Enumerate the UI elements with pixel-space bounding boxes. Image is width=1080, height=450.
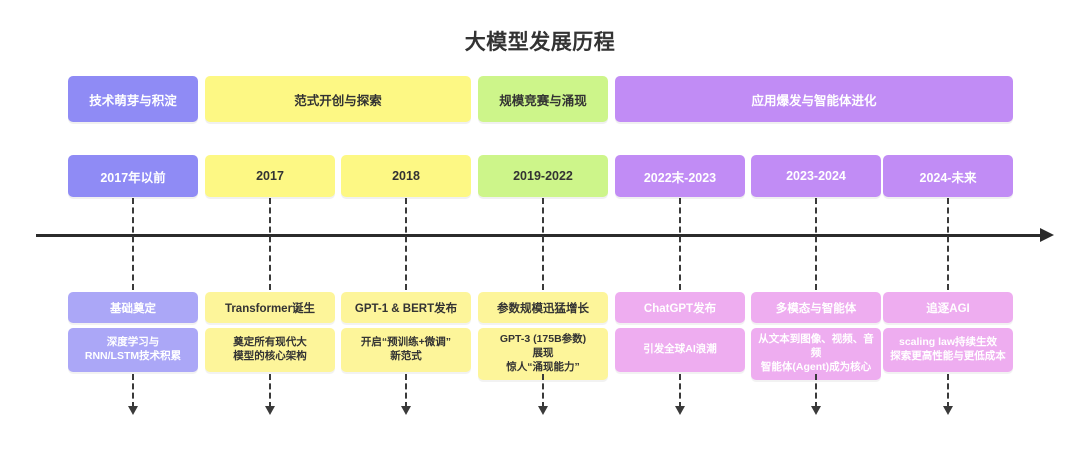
connector-arrow-icon — [811, 406, 821, 415]
milestone-description[interactable]: 深度学习与 RNN/LSTM技术积累 — [68, 328, 198, 372]
connector-line-top — [815, 198, 817, 290]
connector-line-top — [269, 198, 271, 290]
year-label[interactable]: 2018 — [341, 155, 471, 197]
milestone-description[interactable]: 从文本到图像、视频、音频 智能体(Agent)成为核心 — [751, 328, 881, 380]
phase-bar[interactable]: 规模竞赛与涌现 — [478, 76, 608, 122]
year-label[interactable]: 2017年以前 — [68, 155, 198, 197]
connector-line-bottom — [947, 374, 949, 408]
year-label[interactable]: 2024-未来 — [883, 155, 1013, 197]
connector-line-top — [405, 198, 407, 290]
milestone-description[interactable]: scaling law持续生效 探索更高性能与更低成本 — [883, 328, 1013, 372]
milestone-title[interactable]: 基础奠定 — [68, 292, 198, 323]
milestone-description[interactable]: 开启“预训练+微调” 新范式 — [341, 328, 471, 372]
milestone-description[interactable]: 奠定所有现代大 模型的核心架构 — [205, 328, 335, 372]
year-label[interactable]: 2022末-2023 — [615, 155, 745, 197]
connector-line-bottom — [405, 374, 407, 408]
connector-arrow-icon — [538, 406, 548, 415]
connector-arrow-icon — [265, 406, 275, 415]
timeline-axis-line — [36, 234, 1044, 237]
timeline-arrow-icon — [1040, 228, 1054, 242]
year-label[interactable]: 2019-2022 — [478, 155, 608, 197]
phase-bar[interactable]: 应用爆发与智能体进化 — [615, 76, 1013, 122]
milestone-title[interactable]: 追逐AGI — [883, 292, 1013, 323]
connector-arrow-icon — [128, 406, 138, 415]
milestone-title[interactable]: Transformer诞生 — [205, 292, 335, 323]
milestone-description[interactable]: GPT-3 (175B参数) 展现 惊人“涌现能力” — [478, 328, 608, 380]
timeline-column: 2019-2022 参数规模迅猛增长 GPT-3 (175B参数) 展现 惊人“涌现… — [478, 0, 608, 450]
connector-line-bottom — [542, 374, 544, 408]
connector-line-bottom — [132, 374, 134, 408]
milestone-title[interactable]: GPT-1 & BERT发布 — [341, 292, 471, 323]
timeline-column: 2024-未来追逐AGI scaling law持续生效 探索更高性能与更低成本 — [883, 0, 1013, 450]
connector-arrow-icon — [675, 406, 685, 415]
phase-bar[interactable]: 范式开创与探索 — [205, 76, 471, 122]
connector-line-bottom — [269, 374, 271, 408]
connector-line-bottom — [679, 374, 681, 408]
milestone-title[interactable]: 多模态与智能体 — [751, 292, 881, 323]
milestone-title[interactable]: ChatGPT发布 — [615, 292, 745, 323]
year-label[interactable]: 2017 — [205, 155, 335, 197]
page-title: 大模型发展历程 — [464, 31, 616, 54]
milestone-description[interactable]: 引发全球AI浪潮 — [615, 328, 745, 372]
connector-line-bottom — [815, 374, 817, 408]
connector-line-top — [947, 198, 949, 290]
connector-line-top — [679, 198, 681, 290]
milestone-title[interactable]: 参数规模迅猛增长 — [478, 292, 608, 323]
connector-arrow-icon — [401, 406, 411, 415]
connector-line-top — [542, 198, 544, 290]
timeline-column: 2017年以前基础奠定深度学习与 RNN/LSTM技术积累 — [68, 0, 198, 450]
timeline-column: 2023-2024 多模态与智能体从文本到图像、视频、音频 智能体(Agent)成… — [751, 0, 881, 450]
phase-bar[interactable]: 技术萌芽与积淀 — [68, 76, 198, 122]
year-label[interactable]: 2023-2024 — [751, 155, 881, 197]
connector-arrow-icon — [943, 406, 953, 415]
connector-line-top — [132, 198, 134, 290]
